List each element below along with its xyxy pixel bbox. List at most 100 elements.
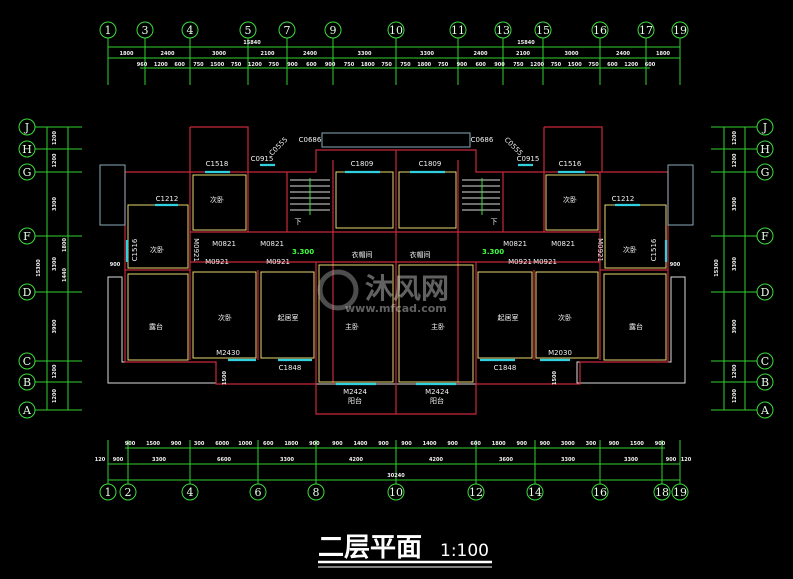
axis-label: 19 xyxy=(673,24,687,37)
dim-bottom-detail: 900 xyxy=(332,441,343,447)
dim-top-segment: 2100 xyxy=(516,51,530,57)
axis-label: 7 xyxy=(284,24,291,37)
labels: 次卧次卧露台次卧起居室主卧衣帽间阳台主卧起居室次卧露台次卧次卧衣帽间阳台C151… xyxy=(110,136,681,405)
axis-bubble-top-19 xyxy=(671,21,689,39)
room-label: 次卧 xyxy=(558,313,572,322)
opening-tag: C1516 xyxy=(650,238,658,261)
dim-bottom-segment: 3300 xyxy=(624,457,638,463)
dim-top-detail: 750 xyxy=(588,62,599,68)
dim-bottom-segment: 120 xyxy=(681,457,692,463)
dim-top-segment: 3000 xyxy=(565,51,579,57)
dim-top-detail: 1500 xyxy=(568,62,582,68)
opening-tag: C1848 xyxy=(279,364,302,372)
axis-bubble-right-G xyxy=(756,163,774,181)
dim-left-segment: 3900 xyxy=(52,319,58,333)
room-label: 次卧 xyxy=(623,245,637,254)
dim-right-segment: 1200 xyxy=(732,131,738,145)
room-label: 次卧 xyxy=(150,245,164,254)
dim-left-overall: 15300 xyxy=(36,259,42,277)
dim-top-detail: 960 xyxy=(137,62,148,68)
axis-label: D xyxy=(23,286,32,299)
axis-label: J xyxy=(762,121,767,134)
opening-tag: M0821 xyxy=(503,240,527,248)
windows xyxy=(125,163,668,386)
dim-top-detail: 750 xyxy=(438,62,449,68)
axis-label: 10 xyxy=(389,486,403,499)
axis-bubble-top-10 xyxy=(387,21,405,39)
drawing-scale: 1:100 xyxy=(440,541,489,561)
dim-right-segment: 3300 xyxy=(732,197,738,211)
opening-tag: C1518 xyxy=(206,160,229,168)
dim-bottom-detail: 900 xyxy=(655,441,666,447)
opening-tag: M0921 xyxy=(596,238,604,262)
stair-right xyxy=(462,178,500,215)
dim-top-detail: 750 xyxy=(400,62,411,68)
watermark: 沐风网 www.mfcad.com xyxy=(317,269,449,315)
opening-tag: M0821 xyxy=(260,240,284,248)
dim-left-sub: 1440 xyxy=(62,268,68,282)
axis-label: 1 xyxy=(105,24,112,37)
dim-top-segment: 3300 xyxy=(358,51,372,57)
axis-label: 13 xyxy=(496,24,510,37)
dim-bottom-detail: 3000 xyxy=(561,441,575,447)
dim-top-segment: 2400 xyxy=(161,51,175,57)
axis-label: 8 xyxy=(313,486,320,499)
dim-top-detail: 750 xyxy=(193,62,204,68)
dim-bottom-detail: 1400 xyxy=(423,441,437,447)
room-label: 阳台 xyxy=(430,396,444,405)
opening-tag: C0915 xyxy=(517,155,540,163)
dim-overall-top: 15840 xyxy=(243,40,261,46)
dim-top-detail: 750 xyxy=(381,62,392,68)
opening-tag: M0921 xyxy=(192,238,200,262)
axis-label: 5 xyxy=(245,24,252,37)
axis-bubble-left-A xyxy=(18,401,36,419)
title-block: 二层平面 1:100 xyxy=(318,533,492,568)
room-label: 次卧 xyxy=(563,195,577,204)
opening-tag: C1516 xyxy=(559,160,582,168)
stair-down-label: 下 xyxy=(295,218,302,226)
dim-top-segment: 1800 xyxy=(656,51,670,57)
dim-bottom-detail: 900 xyxy=(517,441,528,447)
dim-bottom-detail: 900 xyxy=(609,441,620,447)
dim-top-detail: 600 xyxy=(607,62,618,68)
dim-bottom-segment: 120 xyxy=(95,457,106,463)
dim-right-segment: 1200 xyxy=(732,153,738,167)
watermark-logo-icon xyxy=(317,269,359,311)
axis-bubble-right-D xyxy=(756,283,774,301)
dim-bottom-detail: 600 xyxy=(470,441,481,447)
dim-top-segment: 2400 xyxy=(474,51,488,57)
axis-label: C xyxy=(761,355,769,368)
opening-tag: C0686 xyxy=(299,136,322,144)
opening-tag: M2430 xyxy=(216,349,240,357)
dim-bottom-segment: 4200 xyxy=(429,457,443,463)
axis-label: 11 xyxy=(451,24,465,37)
dim-bottom-detail: 300 xyxy=(586,441,597,447)
axis-label: 4 xyxy=(187,24,194,37)
dim-left-segment: 1200 xyxy=(52,131,58,145)
axis-bubble-bottom-2 xyxy=(119,483,137,501)
dim-top-detail: 1200 xyxy=(530,62,544,68)
elevation-mark: 3.300 xyxy=(292,248,314,256)
stair-down-label: 下 xyxy=(491,218,498,226)
axis-bubble-left-C xyxy=(18,352,36,370)
dim-bottom-detail: 900 xyxy=(447,441,458,447)
axis-bubble-right-H xyxy=(756,140,774,158)
dim-1500: 1500 xyxy=(552,371,558,385)
opening-tag: M0921 xyxy=(205,258,229,266)
axis-label: 9 xyxy=(330,24,337,37)
opening-tag: C1516 xyxy=(131,238,139,261)
dim-bottom-detail: 1800 xyxy=(492,441,506,447)
watermark-url: www.mfcad.com xyxy=(345,302,447,315)
dim-bottom-segment: 900 xyxy=(666,457,677,463)
dim-top-detail: 1200 xyxy=(154,62,168,68)
opening-tag: C0915 xyxy=(251,155,274,163)
dim-top-detail: 900 xyxy=(325,62,336,68)
opening-tag: C0555 xyxy=(268,136,290,158)
dim-top-detail: 600 xyxy=(475,62,486,68)
dim-bottom-detail: 6000 xyxy=(215,441,229,447)
axis-label: A xyxy=(760,404,770,417)
axis-label: 12 xyxy=(469,486,483,499)
axis-label: 1 xyxy=(105,486,112,499)
drawing-title: 二层平面 xyxy=(318,533,422,563)
